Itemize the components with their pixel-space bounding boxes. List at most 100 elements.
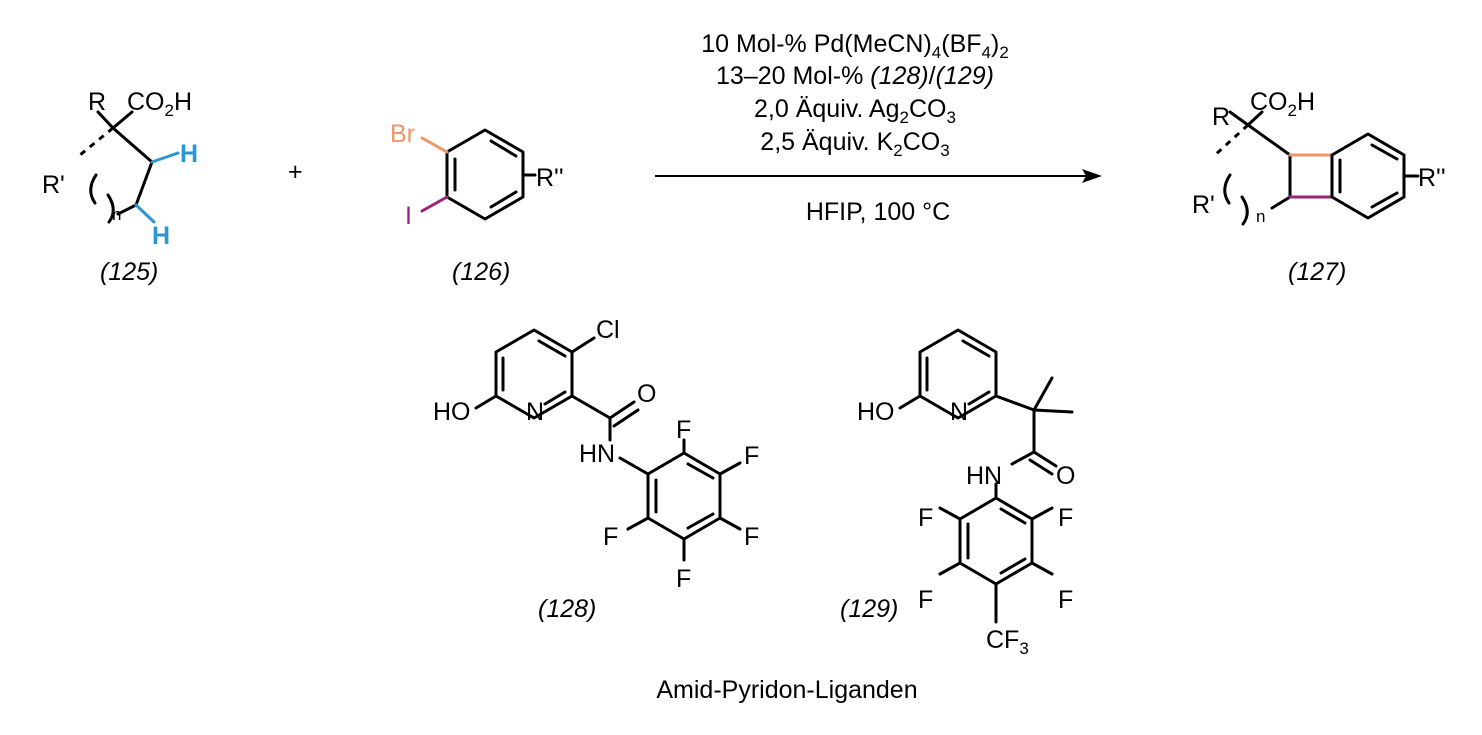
bond — [1010, 450, 1036, 466]
bond — [96, 110, 115, 130]
atom-cl: Cl — [596, 316, 620, 344]
bond — [994, 394, 1036, 412]
ch-bond-highlight — [134, 203, 156, 224]
atom-i: I — [405, 202, 412, 230]
reaction-arrow-head — [1082, 169, 1102, 183]
aromatic-bond — [1370, 191, 1399, 209]
bond — [1246, 110, 1264, 127]
ch-bond-highlight — [150, 151, 180, 164]
pyridine-ring — [918, 328, 998, 420]
bond — [570, 394, 612, 420]
atom-hn: HN — [579, 440, 615, 468]
carbonyl-bond — [1032, 450, 1058, 468]
atom-hn: HN — [966, 462, 1002, 490]
compound-label-127: (127) — [1288, 258, 1346, 286]
atom-f: F — [603, 523, 618, 551]
bond — [1228, 110, 1250, 127]
aromatic-bond — [489, 139, 518, 158]
aromatic-bond — [543, 390, 567, 406]
bond — [626, 516, 650, 531]
bond — [898, 394, 922, 410]
reaction-conditions: 10 Mol-% Pd(MeCN)4(BF4)2 13–20 Mol-% (12… — [655, 30, 1102, 226]
bond — [111, 110, 134, 130]
atom-br: Br — [390, 120, 415, 148]
atom-f: F — [676, 416, 691, 444]
atom-o: O — [637, 380, 656, 408]
condition-ligand: 13–20 Mol-% (128)/(129) — [716, 62, 994, 90]
bond — [938, 506, 962, 521]
bond — [1030, 561, 1054, 576]
aromatic-bond — [999, 507, 1027, 525]
benzene-ring — [1330, 132, 1406, 220]
atom-r-double-prime: R'' — [1418, 164, 1446, 192]
atom-n: N — [950, 398, 968, 426]
atom-f: F — [676, 565, 691, 593]
bond — [1030, 506, 1054, 521]
bond — [116, 203, 138, 216]
c-br-bond — [420, 136, 449, 154]
atom-o: O — [1056, 462, 1075, 490]
benzene-ring — [445, 128, 525, 221]
bond — [1270, 195, 1292, 210]
ring-bracket — [1240, 195, 1249, 226]
atom-f: F — [744, 523, 759, 551]
aromatic-bond — [1370, 143, 1399, 161]
bond — [134, 160, 154, 207]
bond — [618, 456, 650, 476]
atom-r: R — [88, 88, 106, 116]
atom-co2h: CO2H — [1250, 88, 1315, 120]
atom-r-prime: R' — [42, 171, 65, 199]
atom-cf3: CF3 — [986, 626, 1029, 658]
aromatic-bond — [999, 557, 1027, 575]
aromatic-bond — [489, 190, 518, 209]
condition-catalyst: 10 Mol-% Pd(MeCN)4(BF4)2 — [701, 30, 1009, 62]
tetrafluoro-cf3-phenyl-ring — [958, 496, 1034, 586]
ring-bracket — [1223, 173, 1232, 205]
aromatic-bond — [537, 339, 567, 358]
condition-solvent-temperature: HFIP, 100 °C — [806, 198, 950, 226]
pentafluorophenyl-ring — [646, 451, 722, 541]
dashed-bond — [79, 126, 114, 157]
atom-f: F — [744, 442, 759, 470]
carbonyl-bond — [608, 400, 636, 420]
bond — [938, 561, 962, 576]
aromatic-bond — [686, 512, 715, 530]
atom-r-double-prime: R'' — [536, 164, 564, 192]
atom-co2h: CO2H — [127, 88, 192, 120]
footer-caption: Amid-Pyridon-Liganden — [656, 676, 917, 704]
compound-label-125: (125) — [100, 258, 158, 286]
aromatic-bond — [967, 390, 991, 406]
methyl-bond — [1032, 408, 1074, 414]
aromatic-bond — [686, 462, 715, 480]
atom-h-highlight: H — [180, 140, 198, 168]
ring-size-n: n — [112, 205, 121, 224]
ring-bracket — [106, 193, 115, 224]
atom-r-prime: R' — [1192, 191, 1215, 219]
bond — [111, 126, 154, 164]
atom-f: F — [918, 586, 933, 614]
reactant-125: R CO2H R' n H H (125) — [42, 88, 198, 286]
atom-f: F — [918, 504, 933, 532]
plus-sign: + — [288, 158, 303, 186]
condition-silver: 2,0 Äquiv. Ag2CO3 — [754, 95, 956, 127]
condition-base: 2,5 Äquiv. K2CO3 — [760, 128, 949, 160]
atom-ho: HO — [857, 398, 895, 426]
ring-size-n: n — [1256, 207, 1265, 226]
c-i-bond — [420, 195, 449, 213]
atom-f: F — [1058, 586, 1073, 614]
product-127: R CO2H R' n R'' (127) — [1192, 88, 1446, 286]
ligand-129: HO N HN O F F F F CF3 (129) — [840, 328, 1075, 658]
bond — [718, 516, 742, 531]
carbonyl-bond — [612, 408, 640, 428]
carbonyl-bond — [1028, 458, 1054, 476]
aromatic-bond — [961, 339, 991, 358]
atom-f: F — [1058, 504, 1073, 532]
bond — [474, 394, 498, 410]
compound-label-128: (128) — [538, 595, 596, 623]
ligand-128: Cl HO N O HN F F F F F (128) — [433, 316, 759, 623]
bond — [718, 461, 742, 476]
ring-bracket — [89, 173, 98, 205]
methyl-bond — [1032, 376, 1054, 412]
bond — [1246, 123, 1292, 157]
